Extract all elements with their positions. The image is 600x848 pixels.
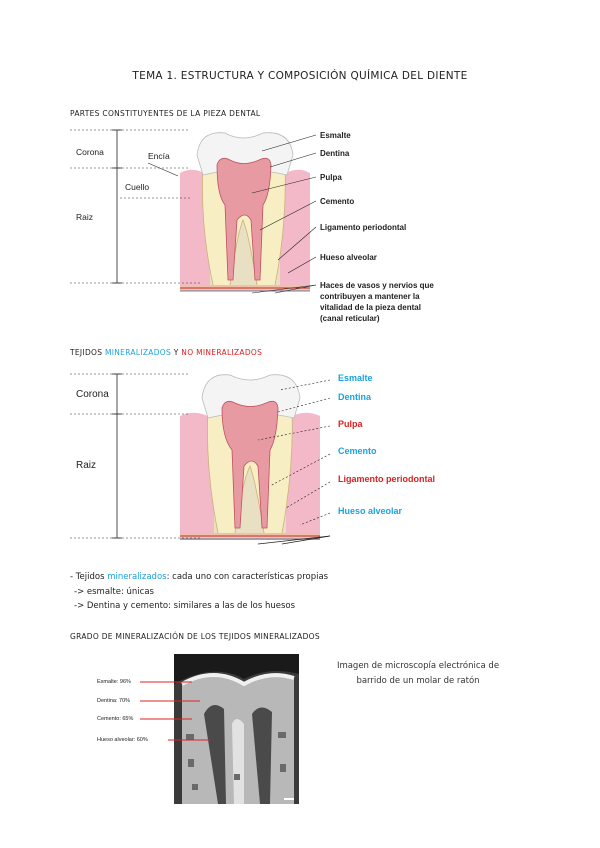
note-line-1: - Tejidos mineralizados: cada uno con ca… (70, 572, 329, 582)
label-ligamento-2: Ligamento periodontal (338, 474, 436, 484)
section-heading-partes: PARTES CONSTITUYENTES DE LA PIEZA DENTAL (70, 109, 261, 118)
section-heading-tejidos: TEJIDOS MINERALIZADOS Y NO MINERALIZADOS (70, 348, 263, 357)
pointer-lines-1 (251, 134, 317, 294)
label-corona: Corona (76, 147, 104, 157)
sem-pointer-lines (140, 681, 210, 741)
label-cemento-1: Cemento (320, 197, 355, 206)
label-esmalte-96: Esmalte: 96% (97, 679, 131, 685)
dimension-lines-2 (70, 373, 200, 539)
tooth-diagram-1 (180, 132, 310, 292)
dimension-lines-1 (70, 129, 200, 284)
label-raiz-2: Raiz (76, 460, 97, 471)
label-cemento-65: Cemento: 65% (97, 716, 134, 722)
label-ligamento-1: Ligamento periodontal (320, 223, 407, 232)
label-hueso-2: Hueso alveolar (338, 506, 403, 516)
sem-caption: Imagen de microscopía electrónica de bar… (336, 661, 500, 686)
sem-micrograph (174, 654, 299, 804)
label-esmalte-1: Esmalte (320, 131, 351, 140)
tooth-diagram-2 (180, 374, 320, 540)
note-line-3: -> Dentina y cemento: similares a las de… (74, 601, 296, 611)
label-cuello: Cuello (125, 182, 150, 192)
label-esmalte-2: Esmalte (338, 373, 373, 383)
label-encia: Encía (148, 151, 170, 161)
label-corona-2: Corona (76, 389, 109, 400)
label-pulpa-1: Pulpa (320, 173, 342, 182)
label-dentina-1: Dentina (320, 149, 350, 158)
page-title: TEMA 1. ESTRUCTURA Y COMPOSICIÓN QUÍMICA… (132, 70, 468, 82)
note-line-2: -> esmalte: únicas (74, 587, 154, 597)
label-hueso-60: Hueso alveolar: 60% (97, 737, 148, 743)
label-cemento-2: Cemento (338, 446, 377, 456)
pointer-lines-2 (257, 379, 331, 545)
label-dentina-70: Dentina: 70% (97, 698, 131, 704)
label-hueso-1: Hueso alveolar (320, 253, 377, 262)
label-raiz: Raiz (76, 212, 94, 222)
label-haces: Haces de vasos y nervios que contribuyen… (320, 281, 434, 323)
label-dentina-2: Dentina (338, 392, 372, 402)
section-heading-grado: GRADO DE MINERALIZACIÓN DE LOS TEJIDOS M… (70, 632, 320, 641)
label-pulpa-2: Pulpa (338, 419, 363, 429)
